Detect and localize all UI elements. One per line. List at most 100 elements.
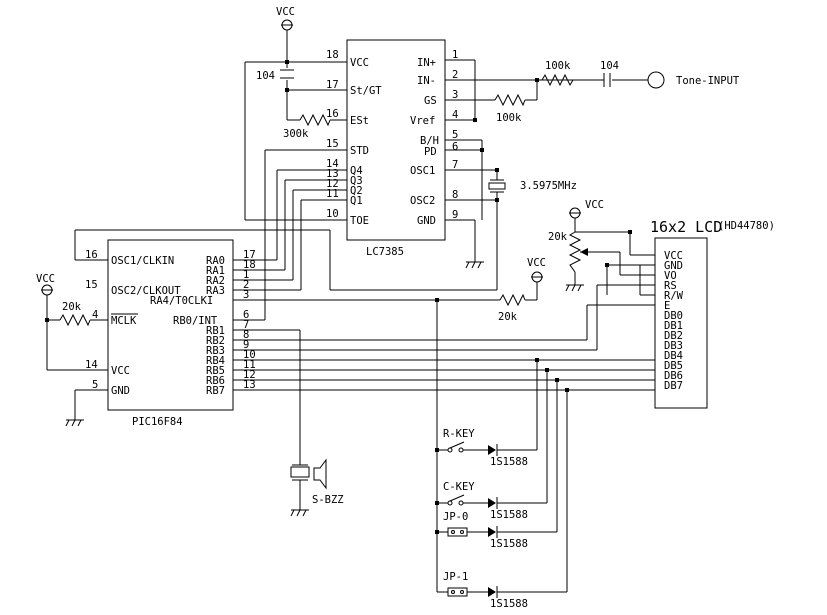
diode-icon: 1S1588: [488, 586, 528, 610]
svg-text:20k: 20k: [548, 231, 568, 243]
svg-text:RA0: RA0: [206, 255, 225, 267]
pic-name: PIC16F84: [132, 416, 183, 428]
svg-text:E: E: [664, 300, 670, 312]
svg-text:100k: 100k: [496, 112, 522, 124]
svg-text:1S1588: 1S1588: [490, 456, 528, 468]
svg-text:8: 8: [243, 329, 249, 341]
vcc-symbol-lcd: VCC: [569, 199, 604, 219]
vcc-symbol-lc7385: VCC: [276, 6, 295, 31]
junctions: [45, 60, 632, 534]
svg-text:DB6: DB6: [664, 370, 683, 382]
svg-text:104: 104: [256, 70, 275, 82]
ground-icon: [290, 509, 309, 517]
svg-text:16: 16: [326, 108, 339, 120]
svg-text:DB2: DB2: [664, 330, 683, 342]
crystal: 3.5975MHz: [488, 179, 577, 193]
svg-text:13: 13: [243, 379, 256, 391]
vcc-label: VCC: [276, 6, 295, 18]
svg-text:6: 6: [452, 141, 458, 153]
svg-text:9: 9: [243, 339, 249, 351]
svg-text:OSC1: OSC1: [410, 165, 435, 177]
svg-text:1S1588: 1S1588: [490, 509, 528, 521]
lcd-title: 16x2 LCD: [650, 218, 722, 236]
svg-text:DB4: DB4: [664, 350, 683, 362]
jp-0: JP-0: [443, 511, 468, 537]
vcc-label: VCC: [36, 273, 55, 285]
svg-text:R/W: R/W: [664, 290, 684, 302]
svg-text:Vref: Vref: [410, 115, 435, 127]
capacitor-104-b: 104: [600, 60, 619, 87]
svg-text:RB3: RB3: [206, 345, 225, 357]
svg-text:1: 1: [243, 269, 249, 281]
svg-text:OSC1/CLKIN: OSC1/CLKIN: [111, 255, 174, 267]
svg-text:2: 2: [243, 279, 249, 291]
r-key: R-KEY: [443, 428, 475, 453]
svg-text:VCC: VCC: [111, 365, 130, 377]
svg-text:11: 11: [326, 188, 339, 200]
lcd-subtitle: (HD44780): [718, 220, 775, 232]
buzzer: S-BZZ: [290, 458, 344, 506]
svg-text:1S1588: 1S1588: [490, 598, 528, 610]
svg-text:RB6: RB6: [206, 375, 225, 387]
svg-text:RS: RS: [664, 280, 677, 292]
svg-text:14: 14: [85, 359, 98, 371]
resistor-100k-b: 100k: [494, 93, 526, 124]
svg-text:St/GT: St/GT: [350, 85, 382, 97]
svg-text:JP-1: JP-1: [443, 571, 468, 583]
svg-text:PD: PD: [424, 146, 437, 158]
svg-text:RB5: RB5: [206, 365, 225, 377]
svg-text:Q3: Q3: [350, 175, 363, 187]
lcd-module: 16x2 LCD (HD44780) VCC GND VO RS R/W E D…: [650, 218, 775, 409]
svg-text:C-KEY: C-KEY: [443, 481, 475, 493]
svg-text:RA3: RA3: [206, 285, 225, 297]
svg-text:GND: GND: [111, 385, 130, 397]
svg-text:Q4: Q4: [350, 165, 363, 177]
svg-text:7: 7: [243, 319, 249, 331]
svg-text:Q2: Q2: [350, 185, 363, 197]
svg-text:R-KEY: R-KEY: [443, 428, 475, 440]
svg-text:DB0: DB0: [664, 310, 683, 322]
svg-text:RB1: RB1: [206, 325, 225, 337]
svg-text:5: 5: [92, 379, 98, 391]
svg-text:300k: 300k: [283, 128, 309, 140]
ground-icon: [565, 284, 584, 292]
jp-1: JP-1: [443, 571, 468, 597]
svg-text:3.5975MHz: 3.5975MHz: [520, 180, 577, 192]
diode-icon: 1S1588: [488, 497, 528, 521]
svg-text:11: 11: [243, 359, 256, 371]
svg-text:12: 12: [326, 178, 339, 190]
svg-text:Q1: Q1: [350, 195, 363, 207]
svg-text:4: 4: [92, 309, 98, 321]
svg-text:OSC2: OSC2: [410, 195, 435, 207]
svg-text:DB1: DB1: [664, 320, 683, 332]
svg-text:MCLK: MCLK: [111, 315, 137, 327]
svg-text:1S1588: 1S1588: [490, 538, 528, 550]
svg-text:RB4: RB4: [206, 355, 225, 367]
svg-text:GS: GS: [424, 95, 437, 107]
svg-text:16: 16: [85, 249, 98, 261]
svg-text:15: 15: [326, 138, 339, 150]
svg-text:ESt: ESt: [350, 115, 369, 127]
svg-text:OSC2/CLKOUT: OSC2/CLKOUT: [111, 285, 181, 297]
svg-text:6: 6: [243, 309, 249, 321]
svg-text:1: 1: [452, 49, 458, 61]
resistor-100k-a: 100k: [541, 60, 600, 87]
svg-text:10: 10: [326, 208, 339, 220]
svg-text:4: 4: [452, 109, 458, 121]
tone-input-terminal: Tone-INPUT: [647, 71, 740, 89]
svg-text:RA4/T0CLKI: RA4/T0CLKI: [150, 295, 213, 307]
vcc-symbol-pullup: VCC: [527, 257, 546, 283]
svg-text:3: 3: [243, 289, 249, 301]
svg-text:104: 104: [600, 60, 619, 72]
svg-text:20k: 20k: [498, 311, 518, 323]
svg-text:14: 14: [326, 158, 339, 170]
svg-text:DB3: DB3: [664, 340, 683, 352]
svg-text:RA2: RA2: [206, 275, 225, 287]
resistor-20k-pullup: 20k: [498, 293, 526, 323]
svg-text:RB7: RB7: [206, 385, 225, 397]
svg-text:13: 13: [326, 168, 339, 180]
svg-text:100k: 100k: [545, 60, 571, 72]
diode-icon: 1S1588: [488, 526, 528, 550]
